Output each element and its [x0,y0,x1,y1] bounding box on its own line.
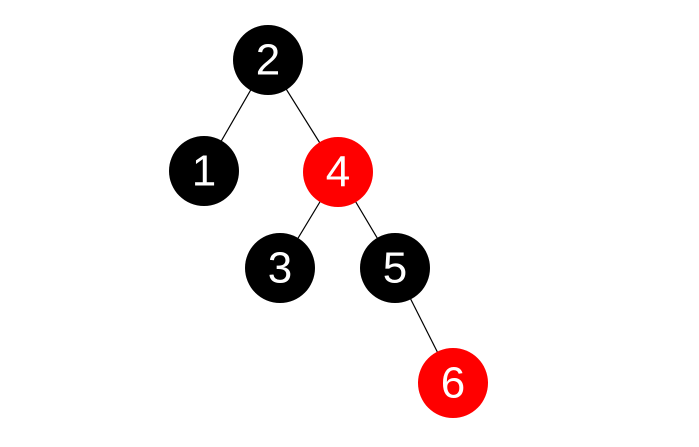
tree-node-3: 3 [245,233,315,303]
tree-node-5: 5 [360,233,430,303]
tree-node-label-5: 5 [383,244,407,293]
tree-node-4: 4 [303,137,373,207]
tree-nodes-layer: 2 1 43 5 6 [169,25,488,418]
tree-node-6: 6 [418,348,488,418]
tree-node-label-3: 3 [268,244,292,293]
tree-node-circle-3 [245,233,315,303]
tree-node-circle-1 [169,136,239,206]
tree-node-1: 1 [169,136,239,206]
tree-node-label-6: 6 [441,359,465,408]
tree-node-circle-4 [303,137,373,207]
tree-node-circle-2 [233,25,303,95]
tree-edges-layer [203,59,454,384]
tree-node-label-1: 1 [192,147,216,196]
tree-node-label-4: 4 [326,148,350,197]
tree-node-circle-5 [360,233,430,303]
tree-node-label-2: 2 [256,36,280,85]
tree-node-circle-6 [418,348,488,418]
tree-node-2: 2 [233,25,303,95]
